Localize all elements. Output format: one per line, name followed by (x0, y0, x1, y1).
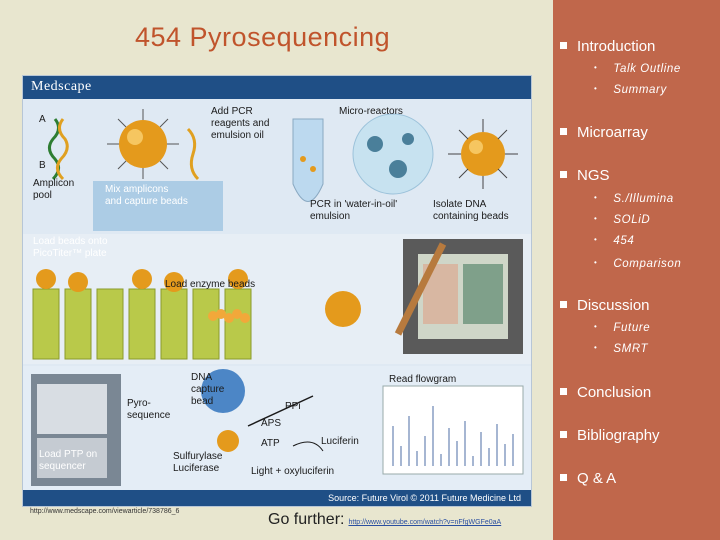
label-capture: capture (191, 384, 225, 395)
figure-source-text: Source: Future Virol © 2011 Future Medic… (328, 493, 521, 503)
label-amplicon: Amplicon (33, 178, 75, 189)
bullet-icon: • (594, 322, 598, 331)
label-a: A (39, 114, 46, 125)
bullet-icon: • (594, 84, 598, 93)
square-bullet-icon (560, 300, 567, 308)
label-and-capture-beads: and capture beads (105, 196, 188, 207)
pyrosequencing-figure: Medscape (22, 75, 532, 507)
square-bullet-icon (560, 170, 567, 178)
label-micro-reactors: Micro-reactors (339, 106, 403, 117)
label-pcr-in-water: PCR in 'water-in-oil' (310, 199, 398, 210)
slide-title: 454 Pyrosequencing (135, 22, 391, 52)
label-emulsion-oil: emulsion oil (211, 130, 264, 141)
menu-section-qa[interactable]: Q & A (560, 470, 616, 487)
bullet-icon: • (594, 193, 598, 202)
go-further: Go further:http://www.youtube.com/watch?… (268, 511, 501, 529)
label-load-beads-onto: Load beads onto (33, 236, 108, 247)
square-bullet-icon (560, 473, 567, 481)
menu-section-discussion[interactable]: Discussion (560, 297, 650, 314)
figure-header: Medscape (23, 76, 531, 99)
menu-section-ngs[interactable]: NGS (560, 167, 610, 184)
slide-content: 454 Pyrosequencing Medscape (22, 22, 532, 529)
label-emulsion: emulsion (310, 211, 351, 222)
go-further-label: Go further: (268, 511, 345, 528)
label-dna: DNA (191, 372, 213, 383)
navigation-sidebar (553, 0, 720, 540)
label-luciferin: Luciferin (321, 436, 359, 447)
label-sequence: sequence (127, 410, 171, 421)
picotiter-panel-graphic (23, 234, 531, 364)
menu-section-introduction[interactable]: Introduction (560, 38, 655, 55)
menu-item-comparison[interactable]: •Comparison (594, 258, 682, 270)
label-b: B (39, 160, 46, 171)
menu-section-bibliography[interactable]: Bibliography (560, 427, 660, 444)
bullet-icon: • (594, 258, 598, 267)
menu-item-smrt[interactable]: •SMRT (594, 343, 649, 355)
menu-item-summary[interactable]: •Summary (594, 84, 667, 96)
menu-item-talk-outline[interactable]: •Talk Outline (594, 63, 681, 75)
label-atp: ATP (261, 438, 280, 449)
label-picotiter-plate: PicoTiter™ plate (33, 248, 107, 259)
label-light-oxyluciferin: Light + oxyluciferin (251, 466, 335, 477)
square-bullet-icon (560, 387, 567, 395)
label-sulfurylase: Sulfurylase (173, 451, 223, 462)
label-containing-beads: containing beads (433, 211, 509, 222)
menu-item-illumina[interactable]: •S./Illumina (594, 193, 674, 205)
figure-source-bar: Source: Future Virol © 2011 Future Medic… (23, 490, 531, 506)
label-mix-amplicons: Mix amplicons (105, 184, 169, 195)
label-load-ptp: Load PTP on (39, 449, 98, 460)
menu-section-conclusion[interactable]: Conclusion (560, 384, 651, 401)
label-luciferase: Luciferase (173, 463, 220, 474)
label-reagents-and: reagents and (211, 118, 270, 129)
label-pool: pool (33, 190, 52, 201)
bullet-icon: • (594, 343, 598, 352)
source-url[interactable]: http://www.medscape.com/viewarticle/7387… (30, 508, 180, 515)
label-add-pcr: Add PCR (211, 106, 253, 117)
menu-item-454[interactable]: •454 (594, 235, 635, 247)
bullet-icon: • (594, 235, 598, 244)
medscape-logo: Medscape (31, 79, 92, 94)
bullet-icon: • (594, 214, 598, 223)
label-pyro: Pyro- (127, 398, 151, 409)
pyrosequence-panel-graphic (23, 366, 531, 490)
menu-section-microarray[interactable]: Microarray (560, 124, 648, 141)
label-aps: APS (261, 418, 282, 429)
label-sequencer: sequencer (39, 461, 86, 472)
square-bullet-icon (560, 41, 567, 49)
label-bead: bead (191, 396, 214, 407)
square-bullet-icon (560, 430, 567, 438)
go-further-link[interactable]: http://www.youtube.com/watch?v=nFfgWGFe0… (348, 519, 502, 526)
square-bullet-icon (560, 127, 567, 135)
menu-item-solid[interactable]: •SOLiD (594, 214, 651, 226)
label-isolate-dna: Isolate DNA (433, 199, 487, 210)
label-load-enzyme-beads: Load enzyme beads (165, 279, 256, 290)
label-read-flowgram: Read flowgram (389, 374, 457, 385)
menu-item-future[interactable]: •Future (594, 322, 651, 334)
bullet-icon: • (594, 63, 598, 72)
emulsion-panel-graphic (23, 99, 531, 234)
label-ppi: PPi (285, 401, 301, 412)
